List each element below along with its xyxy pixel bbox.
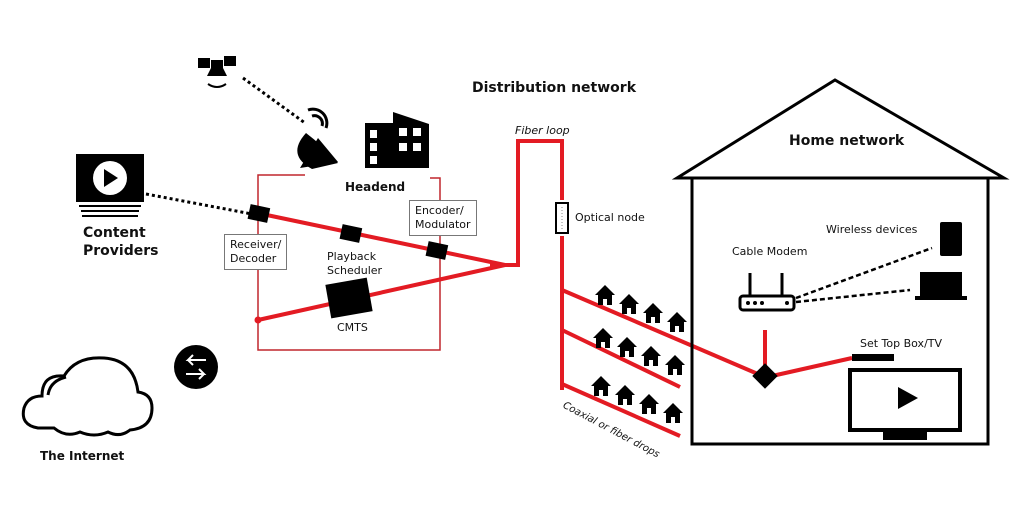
content-label-line2: Providers (83, 243, 159, 259)
cmts-label: CMTS (337, 321, 368, 334)
house-icon (617, 337, 637, 357)
cable-modem-label: Cable Modem (732, 245, 808, 258)
receiver-line2: Decoder (230, 252, 277, 265)
house-icon (641, 346, 661, 366)
headend-lines (257, 139, 853, 438)
house-icon (667, 312, 687, 332)
fiber-loop-label: Fiber loop (515, 124, 570, 137)
receiver-block (247, 204, 271, 223)
headend-frame (257, 174, 441, 351)
optical-node-label: Optical node (575, 211, 645, 224)
house-icon (663, 403, 683, 423)
distribution-network-label: Distribution network (472, 80, 637, 96)
house-icon (593, 328, 613, 348)
building-icon (365, 112, 429, 168)
optical-node-icon (555, 202, 569, 234)
router-icon (738, 273, 796, 312)
video-play-icon (76, 154, 144, 217)
encoder-line2: Modulator (415, 218, 471, 231)
content-link (145, 192, 253, 216)
house-icon (615, 385, 635, 405)
home-network-label: Home network (789, 133, 905, 149)
satellite-dish-icon (297, 107, 338, 169)
receiver-decoder-box: Receiver/Decoder (224, 234, 288, 270)
house-icon (665, 355, 685, 375)
headend-label: Headend (345, 180, 406, 194)
laptop-icon (915, 272, 967, 300)
house-icon (643, 303, 663, 323)
encoder-block (425, 241, 449, 260)
playback-line2: Scheduler (327, 264, 383, 277)
playback-block (339, 224, 363, 243)
satellite-icon (198, 56, 236, 88)
tablet-icon (940, 222, 962, 256)
house-icon (619, 294, 639, 314)
cmts-block (325, 277, 373, 319)
internet-label: The Internet (40, 449, 125, 463)
house-icon (591, 376, 611, 396)
tv-icon (848, 354, 962, 440)
content-label-line1: Content (83, 225, 146, 241)
set-top-box-label: Set Top Box/TV (860, 337, 943, 350)
house-icons (591, 285, 687, 423)
encoder-line1: Encoder/ (415, 204, 464, 217)
splitter-icon (752, 363, 778, 389)
wireless-devices-label: Wireless devices (826, 223, 918, 236)
house-icon (639, 394, 659, 414)
encoder-modulator-box: Encoder/Modulator (409, 200, 477, 236)
receiver-line1: Receiver/ (230, 238, 282, 251)
house-icon (595, 285, 615, 305)
house-outline (671, 78, 1010, 446)
satellite-link (242, 76, 306, 125)
playback-line1: Playback (327, 250, 377, 263)
cloud-icon (21, 356, 154, 437)
exchange-arrows-icon (174, 345, 218, 389)
